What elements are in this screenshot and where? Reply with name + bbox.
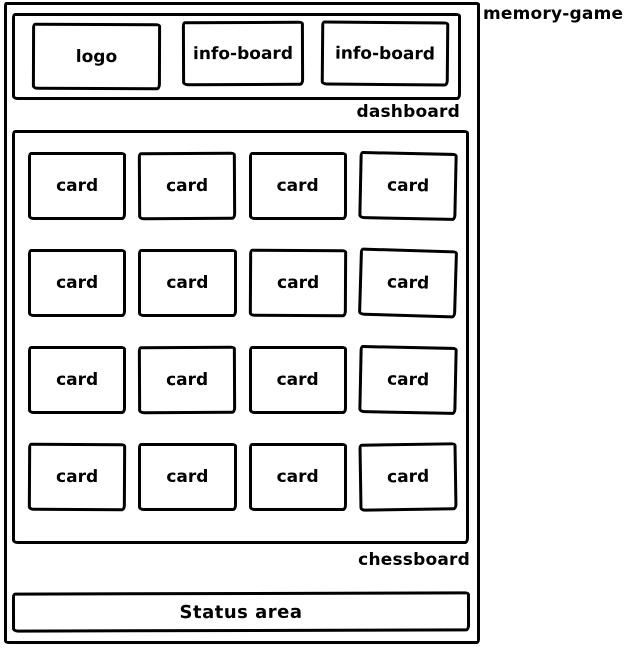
status-area-label: Status area xyxy=(179,601,303,623)
card[interactable]: card xyxy=(28,152,127,220)
card[interactable]: card xyxy=(27,442,127,512)
card[interactable]: card xyxy=(28,249,127,317)
card[interactable]: card xyxy=(138,443,237,511)
info-board-1: info-board xyxy=(181,20,305,87)
card[interactable]: card xyxy=(138,249,237,317)
memory-game-label: memory-game xyxy=(483,4,624,24)
info-board-2: info-board xyxy=(320,20,450,87)
dashboard: logo info-board info-board xyxy=(12,13,461,100)
card[interactable]: card xyxy=(358,442,458,512)
status-area: Status area xyxy=(11,591,471,633)
card[interactable]: card xyxy=(138,345,237,415)
logo: logo xyxy=(31,22,162,91)
card-grid: card card card card card card card card … xyxy=(15,133,466,541)
card[interactable]: card xyxy=(28,346,127,414)
info-board-label: info-board xyxy=(334,43,436,64)
card[interactable]: card xyxy=(248,443,347,511)
card[interactable]: card xyxy=(138,151,237,221)
card[interactable]: card xyxy=(248,248,347,318)
card[interactable]: card xyxy=(248,152,347,220)
card[interactable]: card xyxy=(358,150,458,222)
dashboard-label: dashboard xyxy=(356,102,460,122)
card[interactable]: card xyxy=(248,346,347,414)
card[interactable]: card xyxy=(358,344,458,416)
chessboard-label: chessboard xyxy=(358,550,470,570)
info-board-label: info-board xyxy=(192,43,294,64)
logo-label: logo xyxy=(75,46,118,67)
chessboard: card card card card card card card card … xyxy=(12,130,469,544)
card[interactable]: card xyxy=(357,247,458,319)
